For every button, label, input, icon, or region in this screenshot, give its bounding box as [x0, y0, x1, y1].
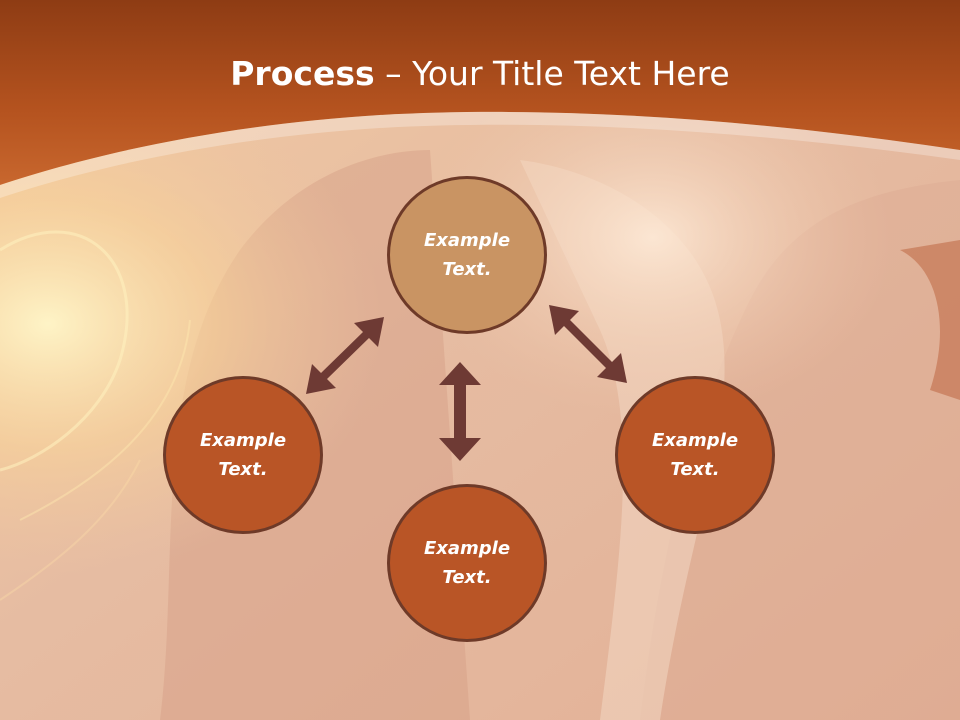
node-top-line2: Text.	[442, 259, 492, 280]
node-bottom-line2: Text.	[442, 567, 492, 588]
node-left-line2: Text.	[218, 459, 268, 480]
node-right-line1: Example	[651, 430, 739, 451]
node-top-line1: Example	[423, 230, 511, 251]
node-right-line2: Text.	[670, 459, 720, 480]
title-bold: Process	[230, 54, 375, 93]
slide-title: Process – Your Title Text Here	[0, 52, 960, 96]
node-bottom-line1: Example	[423, 538, 511, 559]
title-rest: – Your Title Text Here	[374, 54, 730, 93]
node-left-line1: Example	[199, 430, 287, 451]
